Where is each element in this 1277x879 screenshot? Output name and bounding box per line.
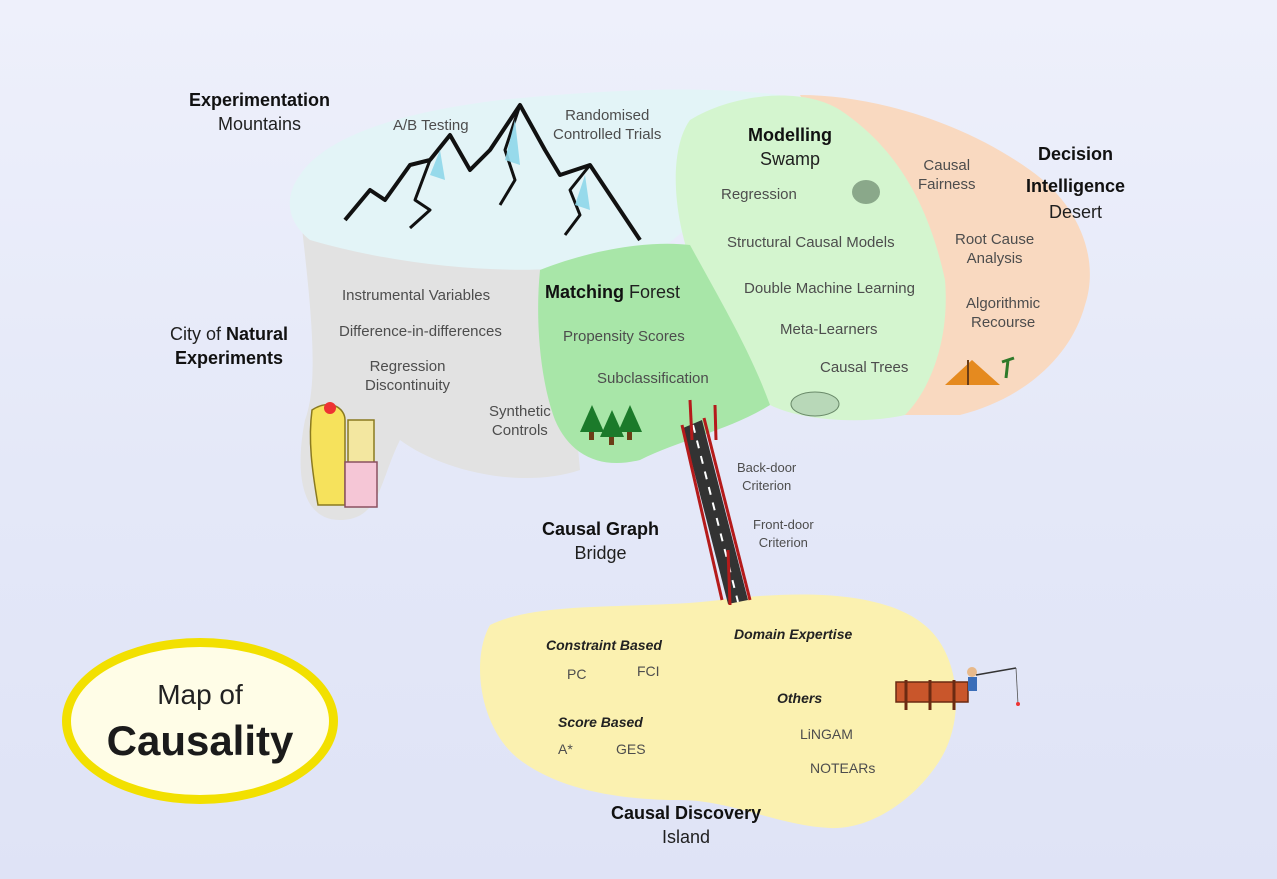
- desert-camp-illustration: [945, 356, 1015, 385]
- causal-trees-label: Causal Trees: [820, 359, 909, 376]
- sc-line2: Controls: [491, 422, 548, 439]
- modelling-swamp-title: Modelling Swamp: [748, 123, 832, 171]
- notears-label: NOTEARs: [810, 760, 876, 776]
- regression-label: Regression: [721, 186, 797, 203]
- natural-title-bold1: Natural: [226, 324, 289, 344]
- bd-line2: Criterion: [742, 478, 792, 493]
- causal-graph-bridge-title: Causal Graph Bridge: [542, 517, 659, 565]
- others-heading: Others: [777, 690, 823, 706]
- regression-discontinuity-label: Regression Discontinuity: [365, 357, 450, 395]
- double-ml-label: Double Machine Learning: [744, 280, 915, 297]
- matching-forest-region: [538, 243, 770, 464]
- synthetic-controls-label: Synthetic Controls: [489, 402, 551, 440]
- experimentation-title-rest: Mountains: [217, 114, 302, 134]
- decision-title-rest: Desert: [1049, 202, 1103, 222]
- matching-title-bold: Matching: [545, 282, 624, 302]
- modelling-title-rest: Swamp: [759, 149, 821, 169]
- algorithmic-recourse-label: Algorithmic Recourse: [966, 294, 1040, 332]
- rd-line2: Discontinuity: [365, 377, 451, 394]
- cf-line2: Fairness: [918, 176, 976, 193]
- rca-line1: Root Cause: [955, 231, 1035, 248]
- natural-title-bold2: Experiments: [175, 348, 284, 368]
- fci-label: FCI: [637, 663, 660, 679]
- bridge-title-bold: Causal Graph: [542, 519, 660, 539]
- causal-graph-bridge-illustration: [680, 399, 752, 606]
- natural-title-prefix: City of: [170, 324, 222, 344]
- back-door-criterion-label: Back-door Criterion: [737, 459, 796, 495]
- modelling-swamp-region: [675, 95, 946, 421]
- decision-title-bold2: Intelligence: [1026, 176, 1126, 196]
- sc-line1: Synthetic: [489, 403, 551, 420]
- island-title-rest: Island: [662, 827, 711, 847]
- propensity-scores-label: Propensity Scores: [563, 328, 685, 345]
- mountain-illustration: [343, 103, 642, 242]
- domain-expertise-heading: Domain Expertise: [734, 626, 853, 642]
- score-based-heading: Score Based: [558, 714, 643, 730]
- diff-in-diff-label: Difference-in-differences: [339, 323, 502, 340]
- map-title-badge: Map of Causality: [62, 638, 338, 804]
- a-star-label: A*: [558, 741, 573, 757]
- lingam-label: LiNGAM: [800, 726, 853, 742]
- constraint-based-heading: Constraint Based: [546, 637, 662, 653]
- ges-label: GES: [616, 741, 646, 757]
- bd-line1: Back-door: [737, 460, 797, 475]
- instrumental-variables-label: Instrumental Variables: [342, 287, 491, 304]
- ar-line1: Algorithmic: [966, 295, 1041, 312]
- rd-line1: Regression: [369, 358, 446, 375]
- structural-causal-models-label: Structural Causal Models: [727, 234, 895, 251]
- rct-label: Randomised Controlled Trials: [553, 106, 661, 144]
- bridge-title-rest: Bridge: [574, 543, 627, 563]
- swamp-pond-illustration: [790, 391, 840, 417]
- causal-discovery-island-title: Causal Discovery Island: [611, 801, 761, 849]
- causal-fairness-label: Causal Fairness: [918, 156, 976, 194]
- rct-label-line2: Controlled Trials: [553, 126, 662, 143]
- pier-fisherman-illustration: [895, 667, 1020, 710]
- cf-line1: Causal: [923, 157, 971, 174]
- natural-experiments-title: City of Natural Experiments: [170, 322, 288, 370]
- causal-discovery-island-region: [480, 594, 957, 829]
- forest-trees-illustration: [580, 405, 642, 445]
- meta-learners-label: Meta-Learners: [780, 321, 878, 338]
- matching-title-rest: Forest: [629, 282, 681, 302]
- front-door-criterion-label: Front-door Criterion: [753, 516, 814, 552]
- decision-title-bold1: Decision: [1038, 144, 1114, 164]
- experimentation-title-bold: Experimentation: [189, 90, 331, 110]
- rca-line2: Analysis: [966, 250, 1023, 267]
- badge-line2: Causality: [106, 717, 294, 764]
- modelling-title-bold: Modelling: [748, 125, 832, 145]
- ar-line2: Recourse: [970, 314, 1036, 331]
- fd-line1: Front-door: [753, 517, 814, 532]
- fd-line2: Criterion: [758, 535, 808, 550]
- root-cause-analysis-label: Root Cause Analysis: [955, 230, 1034, 268]
- ab-testing-label: A/B Testing: [393, 117, 469, 134]
- subclassification-label: Subclassification: [597, 370, 709, 387]
- rct-label-line1: Randomised: [565, 107, 650, 124]
- pc-label: PC: [567, 666, 587, 682]
- mountain-snow: [430, 120, 590, 210]
- decision-intelligence-title: Decision Intelligence Desert: [1026, 138, 1125, 234]
- experimentation-mountains-title: Experimentation Mountains: [189, 88, 330, 136]
- matching-forest-title: Matching Forest: [545, 280, 680, 304]
- island-title-bold: Causal Discovery: [611, 803, 762, 823]
- city-buildings-illustration: [309, 402, 378, 508]
- badge-line1: Map of: [157, 679, 243, 710]
- swamp-creature-illustration: [852, 180, 880, 204]
